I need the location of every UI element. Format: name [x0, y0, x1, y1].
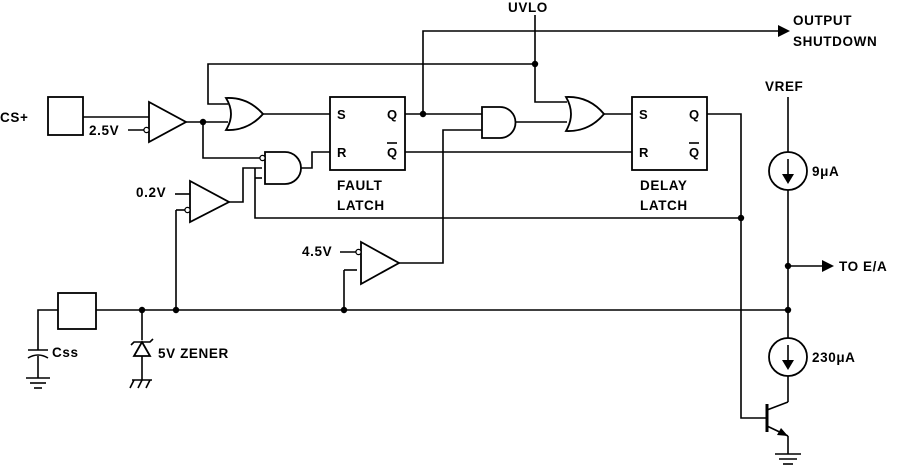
- chassis-ground-icon: [129, 379, 152, 389]
- junction-dot: [531, 60, 539, 68]
- junction-dot: [784, 306, 792, 314]
- delay-latch-label-line2: LATCH: [640, 198, 688, 213]
- ground-icon: [26, 377, 50, 389]
- and-gate-1-inv-bubble: [259, 154, 266, 162]
- cs-plus-label: CS+: [0, 110, 28, 125]
- and-gate-1: [264, 151, 302, 185]
- delay-latch-s-pin: S: [639, 107, 648, 122]
- junction-dot: [172, 306, 180, 314]
- wires: [37, 15, 822, 454]
- wire-comp1-to-and: [202, 122, 262, 159]
- css-pin-box: [57, 292, 97, 330]
- to-ea-label: TO E/A: [839, 259, 887, 274]
- wire-delay-q: [707, 113, 742, 218]
- comparator-4v5: [360, 240, 401, 286]
- fault-latch-label-line1: FAULT: [337, 178, 383, 193]
- output-shutdown-arrow: [778, 25, 790, 37]
- wire-output-shutdown: [422, 30, 780, 114]
- zener-label: 5V ZENER: [158, 346, 229, 361]
- and-gate-2: [481, 106, 517, 139]
- vref-label: VREF: [765, 79, 803, 94]
- fault-latch-r-pin: R: [337, 145, 347, 160]
- delay-latch-label-line1: DELAY: [640, 178, 688, 193]
- current-source-9ua-icon: [768, 151, 808, 191]
- wire-delay-q-to-and1: [254, 168, 741, 219]
- uvlo-label: UVLO: [508, 0, 548, 15]
- current-230ua-label: 230μA: [812, 350, 856, 365]
- junction-dot: [340, 306, 348, 314]
- delay-latch-box: [631, 96, 708, 171]
- current-source-230ua-icon: [768, 337, 808, 377]
- junction-dot: [199, 118, 207, 126]
- junction-dot: [138, 306, 146, 314]
- wire-feedback-top: [207, 63, 535, 105]
- threshold-4v5-label: 4.5V: [302, 244, 332, 259]
- junction-dot: [419, 110, 427, 118]
- wire-uvlo: [534, 15, 567, 103]
- output-shutdown-label-line2: SHUTDOWN: [793, 34, 877, 49]
- to-ea-arrow: [822, 260, 834, 272]
- wire-comp2-to-and1: [229, 167, 262, 203]
- cs-pin-box: [47, 96, 84, 136]
- fault-latch-s-pin: S: [337, 107, 346, 122]
- zener-diode-icon: [130, 338, 154, 357]
- delay-latch-r-pin: R: [639, 145, 649, 160]
- or-gate-2: [564, 96, 606, 132]
- delay-latch-q-pin: Q: [689, 107, 699, 122]
- delay-latch-qbar-pin: Q: [689, 145, 699, 160]
- wire-css-cap: [37, 309, 58, 350]
- comparator-2v5: [148, 100, 188, 144]
- fault-latch-q-pin: Q: [387, 107, 397, 122]
- threshold-0v2-label: 0.2V: [136, 185, 166, 200]
- wire-comp3-to-and2: [399, 129, 482, 264]
- junctions: [138, 60, 792, 314]
- output-shutdown-label-line1: OUTPUT: [793, 13, 852, 28]
- or-gate-1: [224, 97, 265, 131]
- fault-latch-qbar-pin: Q: [387, 145, 397, 160]
- junction-dot: [737, 214, 745, 222]
- threshold-2v5-label: 2.5V: [89, 123, 119, 138]
- fault-latch-box: [329, 96, 406, 171]
- junction-dot: [784, 262, 792, 270]
- current-9ua-label: 9μA: [812, 164, 839, 179]
- wire-and1-to-fault-r: [301, 151, 330, 169]
- comparator-2v5-inv-bubble: [143, 126, 150, 134]
- fault-latch-label-line2: LATCH: [337, 198, 385, 213]
- npn-transistor-icon: [765, 401, 789, 437]
- capacitor-icon: [27, 349, 49, 359]
- comparator-0v2-inv-bubble: [184, 206, 191, 214]
- wire-to-transistor-base: [740, 218, 767, 419]
- comparator-4v5-inv-bubble: [355, 248, 362, 256]
- css-label: Css: [52, 345, 79, 360]
- comparator-0v2: [189, 179, 231, 224]
- ground-icon: [775, 453, 801, 465]
